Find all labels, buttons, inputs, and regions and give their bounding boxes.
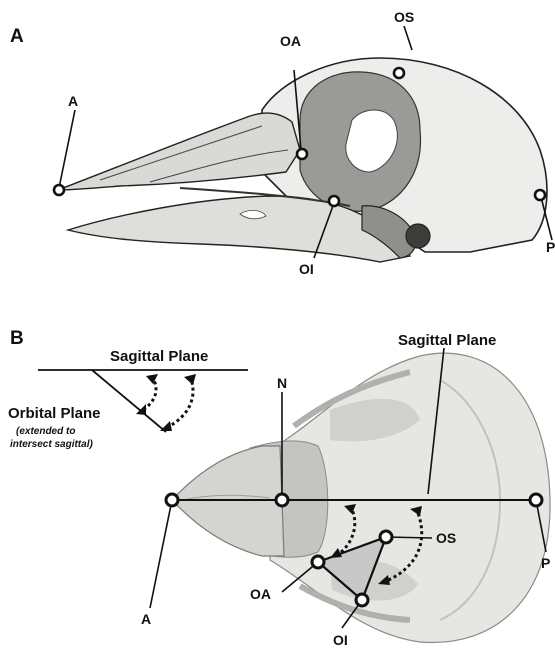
leader-a xyxy=(59,110,75,188)
sagittal-plane-label: Sagittal Plane xyxy=(398,332,496,349)
angle-arrowhead-outer-bottom xyxy=(160,421,172,431)
landmark-oi-label: OI xyxy=(299,261,314,277)
orbital-plane-note-line-2: intersect sagittal) xyxy=(10,439,93,450)
plane-key-diagram: Sagittal Plane Orbital Plane (extended t… xyxy=(8,348,248,450)
landmark-os-point-b xyxy=(380,531,392,543)
landmark-a-label: A xyxy=(68,93,78,109)
panel-a: A xyxy=(10,9,555,277)
landmark-oi-point xyxy=(329,196,339,206)
landmark-a-point-b xyxy=(166,494,178,506)
upper-beak xyxy=(58,113,300,190)
landmark-oa-label: OA xyxy=(280,33,301,49)
sagittal-plane-key-label: Sagittal Plane xyxy=(110,348,208,365)
landmark-os-label: OS xyxy=(394,9,414,25)
angle-arrowhead-outer-top xyxy=(184,374,196,385)
landmark-p-label: P xyxy=(546,239,555,255)
landmark-oa-label-b: OA xyxy=(250,586,271,602)
landmark-p-point xyxy=(535,190,545,200)
angle-arrowhead-inner-bottom xyxy=(136,404,146,415)
panel-b: B Sagittal Plane Orbital Plane (extended… xyxy=(8,328,550,648)
panel-b-letter: B xyxy=(10,328,24,349)
landmark-a-point xyxy=(54,185,64,195)
orbital-plane-note-line-1: (extended to xyxy=(16,426,75,437)
landmark-os-label-b: OS xyxy=(436,530,456,546)
landmark-oa-point-b xyxy=(312,556,324,568)
landmark-p-label-b: P xyxy=(541,555,550,571)
landmark-n-point xyxy=(276,494,288,506)
landmark-oi-label-b: OI xyxy=(333,632,348,648)
leader-a-b xyxy=(150,500,172,608)
angle-arrow-outer xyxy=(166,376,193,428)
landmark-p-point-b xyxy=(530,494,542,506)
orbital-plane-key-label: Orbital Plane xyxy=(8,405,101,422)
landmark-oa-point xyxy=(297,149,307,159)
landmark-a-label-b: A xyxy=(141,611,151,627)
landmark-os-point xyxy=(394,68,404,78)
ear-opening xyxy=(406,224,430,248)
panel-a-letter: A xyxy=(10,26,24,47)
leader-os xyxy=(404,26,412,50)
landmark-oi-point-b xyxy=(356,594,368,606)
landmark-n-label: N xyxy=(277,375,287,391)
